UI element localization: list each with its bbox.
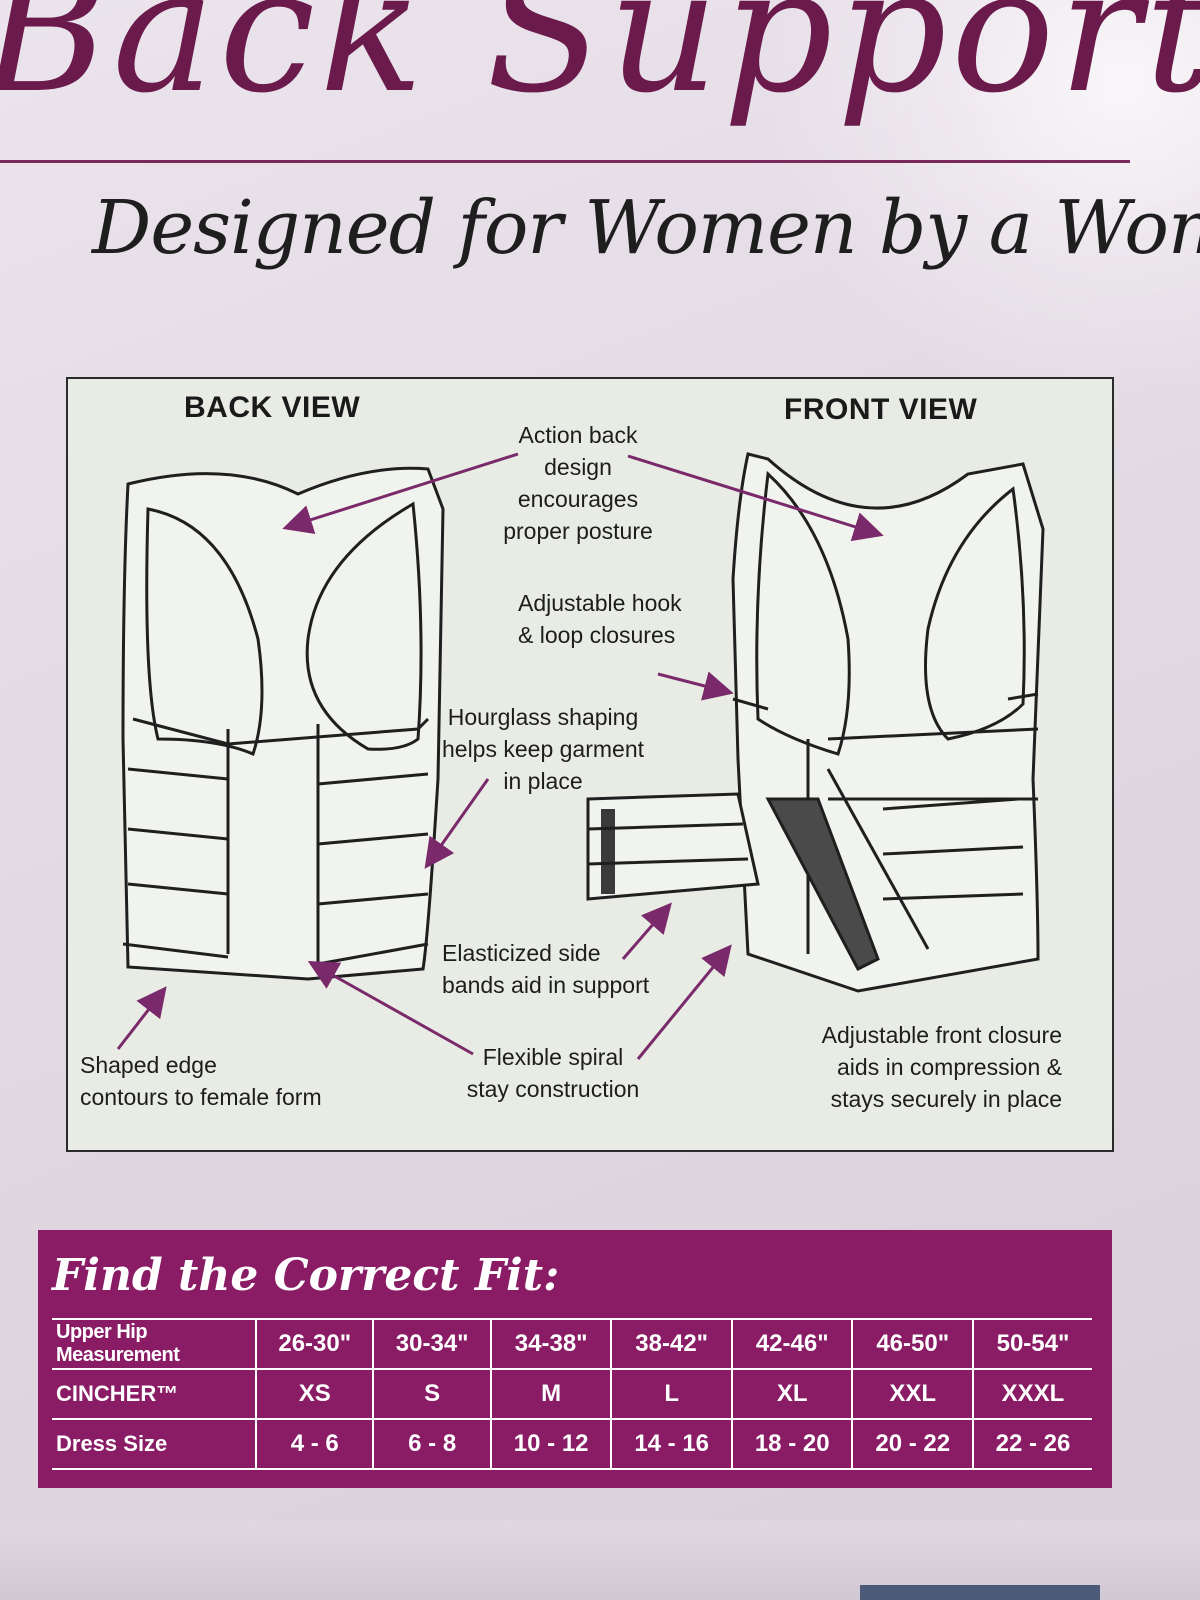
size-cell: L <box>610 1369 732 1420</box>
size-cell: 10 - 12 <box>489 1419 612 1470</box>
size-cell: S <box>372 1369 491 1420</box>
tagline: Designed for Women by a Woman <box>92 185 1200 271</box>
size-row-label: Dress Size <box>52 1419 256 1470</box>
callout-shaped-edge: Shaped edge contours to female form <box>80 1052 322 1110</box>
size-cell: XL <box>730 1369 853 1420</box>
callout-front-closure: Adjustable front closure aids in compres… <box>821 1022 1062 1112</box>
size-cell: 46-50" <box>851 1318 973 1370</box>
size-cell: 4 - 6 <box>254 1419 374 1470</box>
callout-elastic-bands: Elasticized side bands aid in support <box>442 940 650 998</box>
fit-title: Find the Correct Fit: <box>52 1250 560 1301</box>
callout-hook-loop: Adjustable hook & loop closures <box>518 590 682 648</box>
size-cell: 14 - 16 <box>610 1419 732 1470</box>
size-cell: M <box>489 1369 612 1420</box>
back-view-vest <box>121 466 445 981</box>
size-cell: 38-42" <box>610 1318 732 1370</box>
size-cell: 6 - 8 <box>372 1419 491 1470</box>
callout-arrows <box>116 452 884 1060</box>
callout-action-back: Action back design encourages proper pos… <box>503 422 653 544</box>
diagram-panel: BACK VIEW FRONT VIEW Action back design … <box>66 377 1114 1152</box>
size-cell: 18 - 20 <box>730 1419 853 1470</box>
size-cell: 26-30" <box>254 1318 374 1370</box>
size-row-label: Upper Hip Measurement <box>52 1318 256 1370</box>
size-row-label: CINCHER™ <box>52 1369 256 1420</box>
size-cell: 30-34" <box>372 1318 491 1370</box>
size-cell: 42-46" <box>730 1318 853 1370</box>
brand-title: Back Support <box>0 0 1200 131</box>
callout-hourglass: Hourglass shaping helps keep garment in … <box>441 704 644 794</box>
brand-rule <box>0 160 1130 163</box>
size-cell: XXXL <box>971 1369 1092 1420</box>
vest-illustrations <box>116 452 1045 1060</box>
front-view-vest <box>586 452 1045 993</box>
front-view-heading: FRONT VIEW <box>784 393 978 426</box>
fit-chart: Find the Correct Fit: Upper Hip Measurem… <box>38 1230 1112 1488</box>
size-cell: 20 - 22 <box>851 1419 973 1470</box>
size-cell: 50-54" <box>971 1318 1092 1370</box>
size-cell: 22 - 26 <box>971 1419 1092 1470</box>
size-cell: XXL <box>851 1369 973 1420</box>
bottom-photo-edge <box>860 1585 1100 1600</box>
size-cell: XS <box>254 1369 374 1420</box>
back-view-heading: BACK VIEW <box>184 391 361 424</box>
callout-spiral-stay: Flexible spiral stay construction <box>466 1044 640 1102</box>
size-cell: 34-38" <box>489 1318 612 1370</box>
